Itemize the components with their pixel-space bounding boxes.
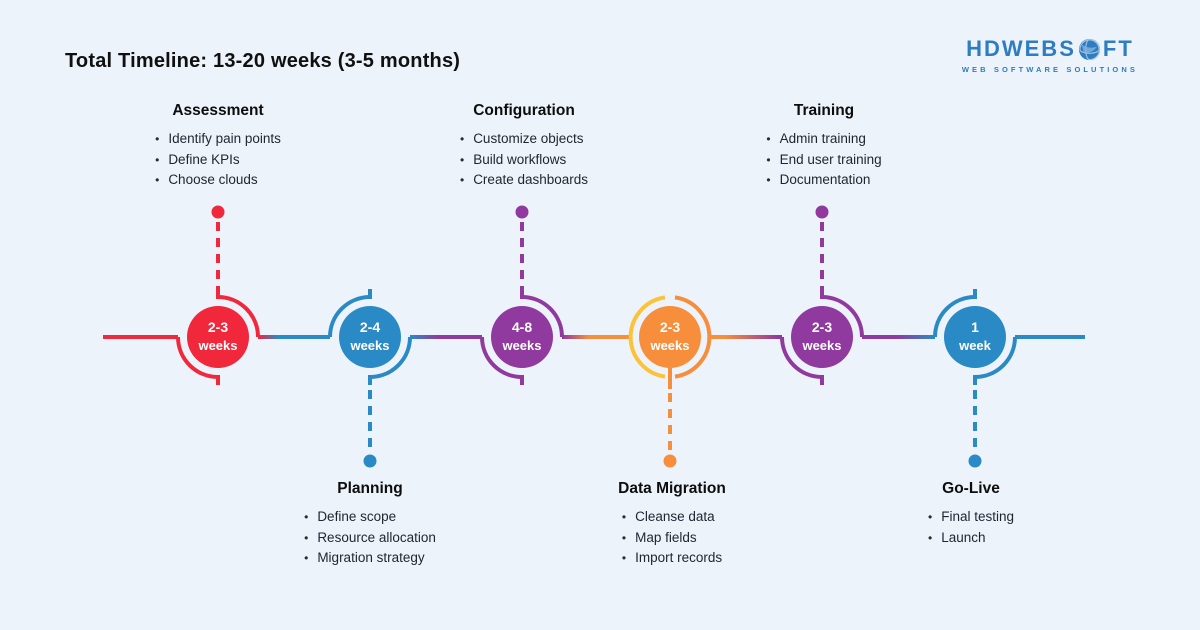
ring-arc-right-orange (674, 295, 712, 379)
marker-dot (211, 205, 225, 219)
ring-arc-top-right (216, 286, 260, 338)
node-circle (791, 306, 853, 368)
timeline-node-go-live: 1 week (933, 289, 1017, 468)
phase-title: Data Migration (618, 480, 726, 497)
phase-title: Go-Live (942, 480, 1000, 497)
phase-bullet-list: Admin training End user training Documen… (766, 129, 882, 191)
phase-bullet-list: Final testing Launch (928, 507, 1014, 548)
node-duration: 2-4 (360, 319, 380, 335)
ring-arc-bottom-left (780, 336, 824, 385)
globe-icon (1078, 38, 1101, 60)
phase-planning-block: Planning Define scope Resource allocatio… (304, 480, 436, 569)
bullet-item: Launch (928, 528, 1014, 549)
bullet-item: Migration strategy (304, 548, 436, 569)
node-unit: week (958, 338, 992, 353)
timeline-node-data-migration: 2-3 weeks (628, 295, 712, 468)
bullet-item: Build workflows (460, 150, 588, 171)
phase-title: Training (793, 102, 855, 119)
node-circle (491, 306, 553, 368)
timeline-node-assessment: 2-3 weeks (176, 205, 260, 385)
phase-title: Assessment (172, 102, 264, 119)
bullet-item: Final testing (928, 507, 1014, 528)
timeline-node-planning: 2-4 weeks (328, 289, 412, 468)
node-unit: weeks (501, 338, 541, 353)
bullet-item: Define scope (304, 507, 436, 528)
bullet-item: End user training (766, 150, 882, 171)
bullet-item: Resource allocation (304, 528, 436, 549)
phase-bullet-list: Cleanse data Map fields Import records (622, 507, 722, 569)
logo-wordmark: HDWEBS FT (962, 36, 1138, 62)
node-circle (187, 306, 249, 368)
bullet-item: Import records (622, 548, 722, 569)
ring-arc-top-left (933, 289, 977, 338)
node-unit: weeks (801, 338, 841, 353)
phase-data-migration-block: Data Migration Cleanse data Map fields I… (618, 480, 726, 569)
node-unit: weeks (197, 338, 237, 353)
phase-bullet-list: Identify pain points Define KPIs Choose … (155, 129, 281, 191)
bullet-item: Map fields (622, 528, 722, 549)
node-duration: 2-3 (812, 319, 832, 335)
marker-dot (515, 205, 529, 219)
ring-arc-top-left (328, 289, 372, 338)
logo-text-left: HDWEBS (966, 36, 1076, 61)
node-duration: 4-8 (512, 319, 532, 335)
phase-training-block: Training Admin training End user trainin… (766, 102, 882, 191)
page-title: Total Timeline: 13-20 weeks (3-5 months) (65, 50, 461, 72)
timeline-node-training: 2-3 weeks (780, 205, 864, 385)
ring-arc-bottom-left (176, 336, 220, 385)
node-circle (944, 306, 1006, 368)
ring-arc-top-right (820, 286, 864, 338)
bullet-item: Customize objects (460, 129, 588, 150)
phase-go-live-block: Go-Live Final testing Launch (928, 480, 1014, 548)
ring-arc-bottom-right (973, 336, 1017, 385)
timeline-node-configuration: 4-8 weeks (480, 205, 564, 385)
node-duration: 2-3 (208, 319, 228, 335)
ring-arc-left-yellow (628, 295, 666, 379)
bullet-item: Choose clouds (155, 170, 281, 191)
logo-tagline: WEB SOFTWARE SOLUTIONS (961, 65, 1138, 74)
logo-text-right: FT (1102, 36, 1134, 61)
bullet-item: Define KPIs (155, 150, 281, 171)
bullet-item: Admin training (766, 129, 881, 150)
node-circle (339, 306, 401, 368)
phase-configuration-block: Configuration Customize objects Build wo… (460, 102, 588, 191)
ring-arc-bottom-right (368, 336, 412, 385)
logo: HDWEBS FT WEB SOFTWARE SOLUTIONS (962, 36, 1138, 74)
marker-dot (968, 454, 982, 468)
marker-dot (663, 454, 677, 468)
marker-dot (815, 205, 829, 219)
bullet-item: Create dashboards (460, 170, 588, 191)
ring-arc-top-right (520, 286, 564, 338)
phase-bullet-list: Define scope Resource allocation Migrati… (304, 507, 436, 569)
node-duration: 2-3 (660, 319, 680, 335)
phase-title: Configuration (473, 102, 575, 119)
node-circle (639, 306, 701, 368)
bullet-item: Documentation (766, 170, 881, 191)
node-unit: weeks (349, 338, 389, 353)
bullet-item: Cleanse data (622, 507, 722, 528)
node-unit: weeks (649, 338, 689, 353)
ring-arc-bottom-left (480, 336, 524, 385)
marker-dot (363, 454, 377, 468)
node-duration: 1 (971, 319, 979, 335)
phase-bullet-list: Customize objects Build workflows Create… (460, 129, 588, 191)
bullet-item: Identify pain points (155, 129, 281, 150)
phase-assessment-block: Assessment Identify pain points Define K… (155, 102, 281, 191)
phase-title: Planning (337, 480, 403, 497)
